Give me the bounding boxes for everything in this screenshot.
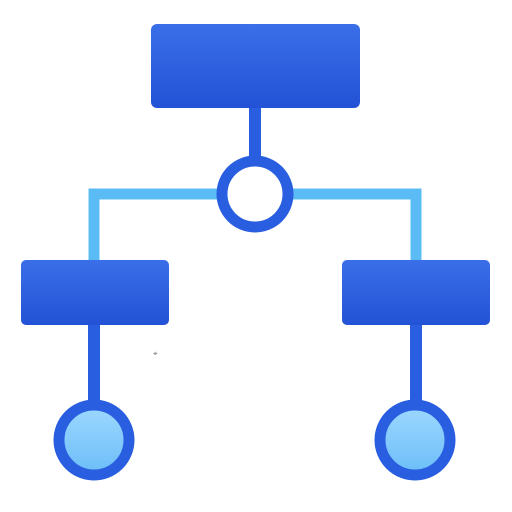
left-child-stem (88, 318, 100, 408)
right-child-stem (410, 318, 422, 408)
right-child-box (342, 260, 490, 325)
cursor-crosshair-icon: ⌖ (153, 349, 158, 358)
hub-node-circle (216, 155, 294, 233)
left-child-box (21, 260, 169, 325)
right-leaf-circle (374, 399, 456, 481)
root-stem (249, 100, 261, 170)
left-leaf-circle (53, 399, 135, 481)
root-node-box (151, 24, 360, 108)
